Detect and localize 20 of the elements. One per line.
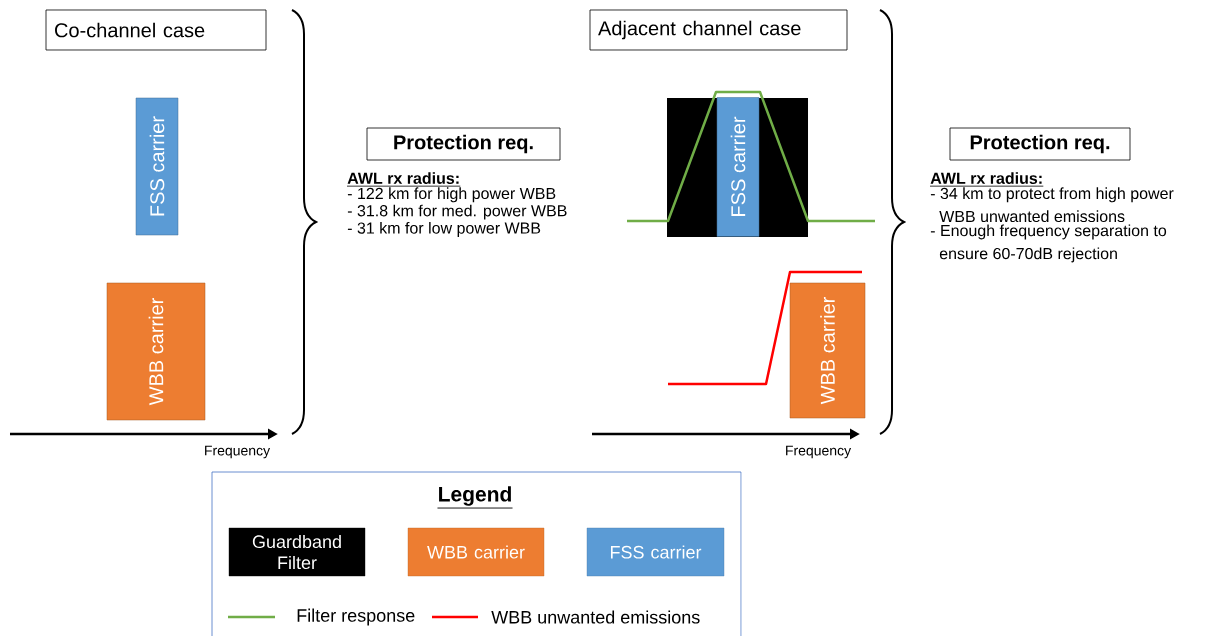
title-box: Adjacent channel case xyxy=(589,9,848,51)
carrier-bar: FSS carrier xyxy=(716,97,760,237)
bullet-text: - 122 km for high power WBB xyxy=(347,187,556,203)
bullet-text: - 31.8 km for med. power WBB xyxy=(347,204,567,220)
carrier-bar: WBB carrier xyxy=(789,282,866,419)
axis-label: Frequency xyxy=(786,445,852,459)
carrier-bar: FSS carrier xyxy=(135,97,179,236)
heading-box: Protection req. xyxy=(949,127,1131,161)
legend-title: Legend xyxy=(437,486,513,509)
title-box: Co-channel case xyxy=(45,9,267,51)
bullet-text: - 34 km to protect from high power WBB unwanted emissions xyxy=(930,187,1174,223)
axis-label: Frequency xyxy=(205,445,271,459)
bullet-text: - 31 km for low power WBB xyxy=(347,222,541,237)
underlined-heading: AWL rx radius: xyxy=(346,172,461,187)
heading-box: Protection req. xyxy=(366,127,561,161)
bullet-text: - Enough frequency separation to ensure 60-70dB rejection xyxy=(930,224,1167,263)
legend-text: WBB unwanted emissions xyxy=(491,610,700,624)
underlined-heading: AWL rx radius: xyxy=(929,172,1044,187)
carrier-bar: WBB carrier xyxy=(106,282,206,421)
legend-text: Filter response xyxy=(297,608,415,626)
